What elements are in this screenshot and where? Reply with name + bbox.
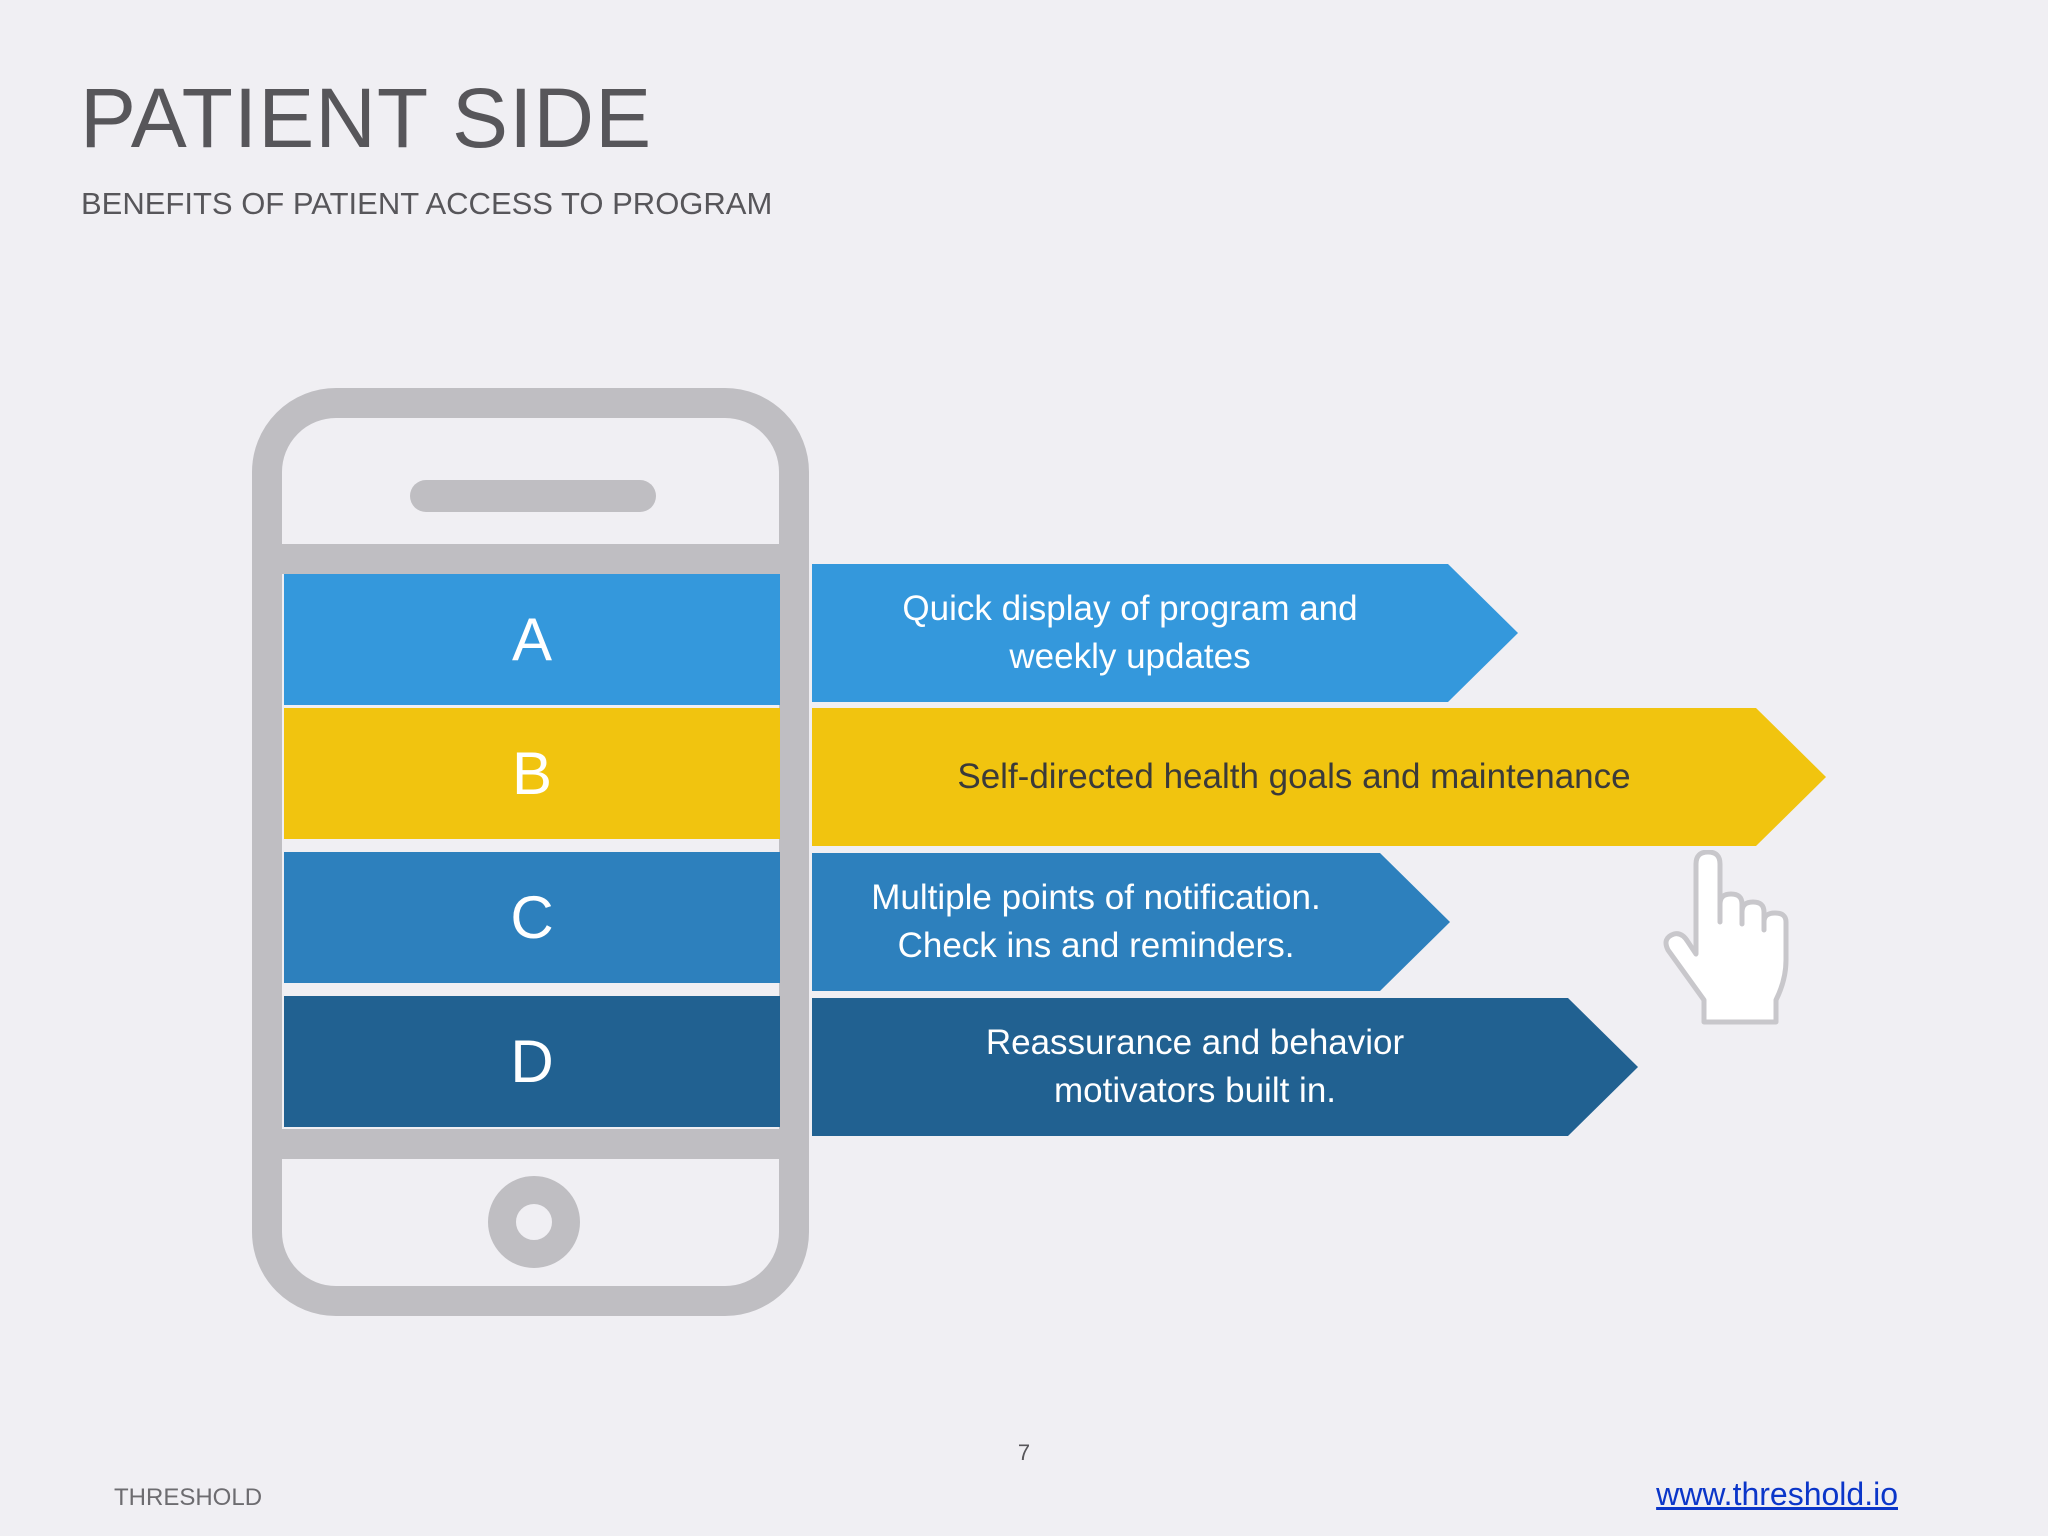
arrow-d-line1: Reassurance and behavior — [985, 1023, 1405, 1062]
arrow-c: Multiple points of notification. Check i… — [812, 853, 1450, 991]
phone-home-button — [488, 1176, 580, 1268]
arrow-d: Reassurance and behavior motivators buil… — [812, 998, 1638, 1136]
arrow-a-line2: weekly updates — [1009, 637, 1251, 676]
arrow-a-text: Quick display of program and weekly upda… — [812, 585, 1448, 681]
phone-speaker — [410, 480, 656, 512]
band-letter-d: D — [510, 1028, 554, 1095]
website-link[interactable]: www.threshold.io — [1656, 1476, 1898, 1512]
arrow-a: Quick display of program and weekly upda… — [812, 564, 1518, 702]
arrow-b: Self-directed health goals and maintenan… — [812, 708, 1826, 846]
band-letter-c: C — [510, 884, 554, 951]
hand-pointer-icon — [1663, 850, 1789, 1025]
band-a: A — [284, 574, 780, 705]
arrow-d-line2: motivators built in. — [1053, 1071, 1337, 1110]
footer-brand: THRESHOLD — [114, 1484, 263, 1511]
screen-bar-top — [280, 544, 780, 574]
band-c: C — [284, 852, 780, 983]
band-d: D — [284, 996, 780, 1127]
arrow-d-text: Reassurance and behavior motivators buil… — [812, 1019, 1578, 1115]
slide-title: PATIENT SIDE — [80, 71, 653, 165]
band-b: B — [284, 708, 780, 839]
arrow-a-line1: Quick display of program and — [902, 589, 1358, 628]
band-letter-a: A — [511, 606, 553, 673]
arrow-c-line2: Check ins and reminders. — [897, 926, 1295, 965]
slide-subtitle: BENEFITS OF PATIENT ACCESS TO PROGRAM — [81, 186, 773, 221]
screen-bar-bottom — [280, 1129, 780, 1159]
phone-outline — [252, 388, 809, 1316]
arrow-b-line1: Self-directed health goals and maintenan… — [957, 757, 1631, 796]
arrow-c-text: Multiple points of notification. Check i… — [812, 874, 1380, 970]
band-letter-b: B — [511, 740, 553, 807]
arrow-c-line1: Multiple points of notification. — [871, 878, 1321, 917]
page-number: 7 — [1017, 1440, 1031, 1465]
arrow-b-text: Self-directed health goals and maintenan… — [812, 753, 1776, 801]
